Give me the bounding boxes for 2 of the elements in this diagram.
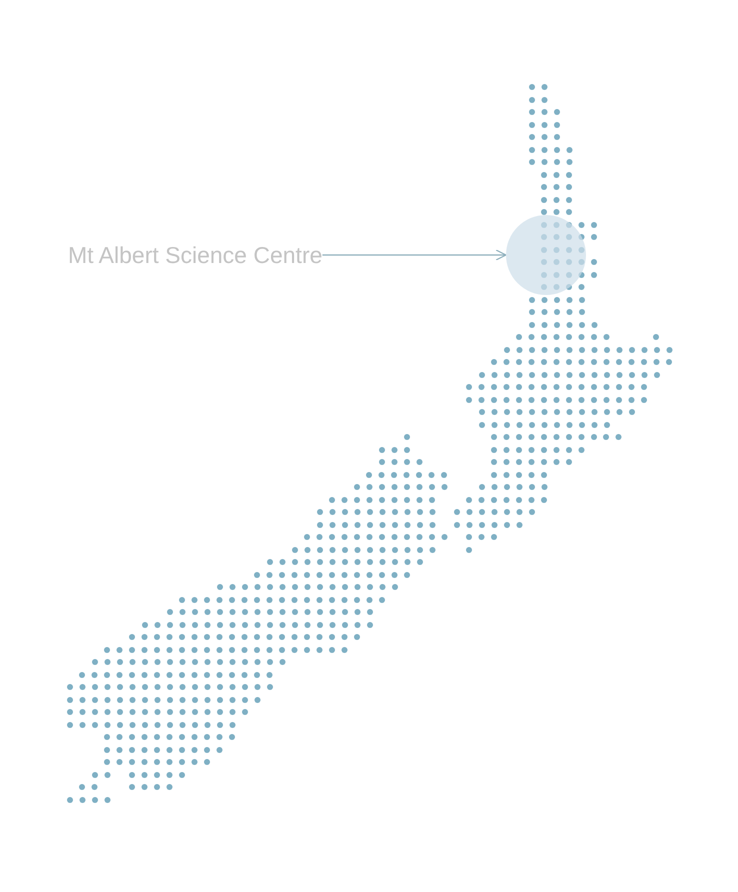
place-label: Mt Albert Science Centre — [68, 243, 322, 267]
arrow — [322, 249, 507, 261]
